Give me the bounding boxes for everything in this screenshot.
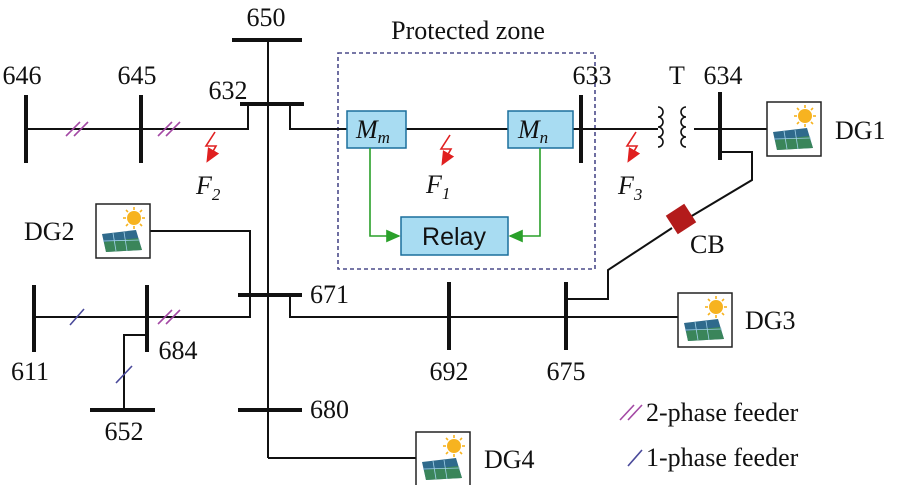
legend-two-phase-marker xyxy=(619,404,643,421)
dg3-label: DG3 xyxy=(745,306,796,335)
bus-652-label: 652 xyxy=(105,417,144,446)
dg4-label: DG4 xyxy=(484,445,535,474)
fault-f2-label: F2 xyxy=(195,171,221,204)
circuit-breaker xyxy=(665,203,697,235)
dg3-solar-panel-icon xyxy=(677,292,733,348)
bus-675-label: 675 xyxy=(547,357,586,386)
dg1-solar-panel-icon xyxy=(766,101,822,157)
svg-text:Mn: Mn xyxy=(517,115,548,147)
legend-two-phase-label: 2-phase feeder xyxy=(646,398,799,427)
feeder-dg2-671 xyxy=(150,230,251,295)
two-phase-marker-645-632 xyxy=(157,121,181,137)
feeder-632-633 xyxy=(289,104,347,130)
bus-671-label: 671 xyxy=(310,280,349,309)
fault-f3-icon xyxy=(625,131,641,163)
signal-mm-to-relay xyxy=(369,148,401,243)
two-phase-marker-684-671 xyxy=(157,309,181,325)
cb-label: CB xyxy=(690,230,725,259)
feeder-684-652 xyxy=(123,334,147,410)
bus-692-label: 692 xyxy=(430,357,469,386)
dg1-label: DG1 xyxy=(835,116,886,145)
relay-mm: Mm xyxy=(346,110,407,149)
legend: 2-phase feeder 1-phase feeder xyxy=(619,398,799,472)
bus-632-label: 632 xyxy=(209,76,248,105)
dg2-label: DG2 xyxy=(24,217,75,246)
bus-646-label: 646 xyxy=(3,61,42,90)
bus-633-label: 633 xyxy=(573,61,612,90)
feeder-671-684 xyxy=(34,295,251,318)
legend-one-phase-label: 1-phase feeder xyxy=(646,443,799,472)
feeder-634-cb xyxy=(684,151,753,221)
dg4-solar-panel-icon xyxy=(415,431,471,485)
fault-f3-label: F3 xyxy=(617,171,642,204)
protected-zone-box xyxy=(337,52,596,270)
transformer-label: T xyxy=(669,61,685,90)
relay-mn: Mn xyxy=(507,110,574,149)
one-phase-marker-611-684 xyxy=(69,308,85,326)
two-phase-marker-646-645 xyxy=(65,121,89,137)
svg-text:Mm: Mm xyxy=(355,115,390,147)
feeder-cb-675 xyxy=(566,227,673,300)
bus-634-label: 634 xyxy=(704,61,743,90)
transformer-icon xyxy=(657,106,687,148)
signal-mn-to-relay xyxy=(508,148,541,243)
legend-one-phase-marker xyxy=(627,449,643,467)
protected-zone-label: Protected zone xyxy=(391,16,545,45)
dg2-solar-panel-icon xyxy=(95,203,151,259)
one-phase-marker-684-652 xyxy=(115,365,133,384)
bus-611-label: 611 xyxy=(11,357,49,386)
svg-text:Relay: Relay xyxy=(422,223,486,251)
bus-645-label: 645 xyxy=(118,61,157,90)
bus-684-label: 684 xyxy=(159,336,198,365)
feeder-632-645 xyxy=(26,104,249,130)
fault-f1-label: F1 xyxy=(425,170,450,203)
bus-680-label: 680 xyxy=(310,395,349,424)
relay-main: Relay xyxy=(400,216,509,256)
fault-f1-icon xyxy=(439,134,455,166)
feeder-671-675 xyxy=(289,295,678,318)
bus-650-label: 650 xyxy=(247,3,286,32)
fault-f2-icon xyxy=(204,131,220,163)
